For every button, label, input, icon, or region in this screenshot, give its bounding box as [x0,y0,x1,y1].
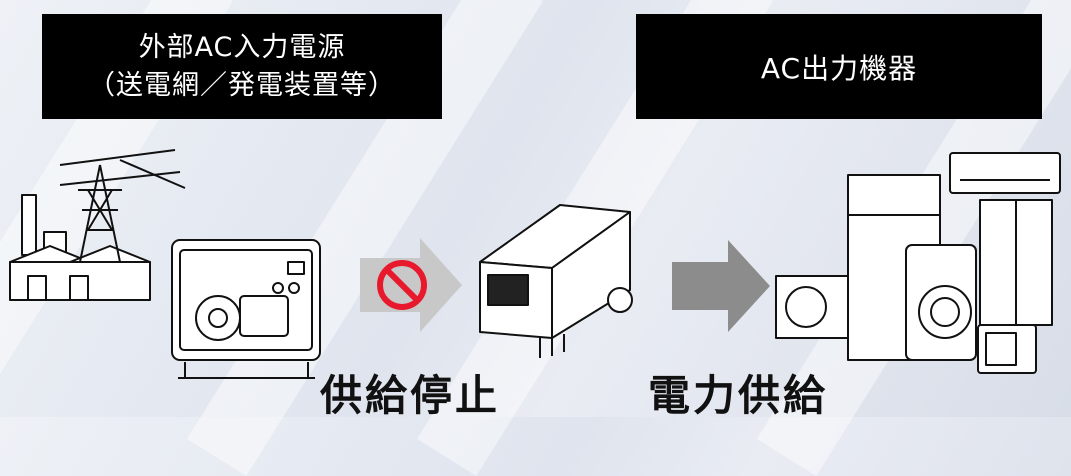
output-devices-title: AC出力機器 [760,51,918,85]
blocked-arrow [360,238,462,332]
output-devices-label: AC出力機器 [636,14,1042,119]
supply-stopped-caption: 供給停止 [320,371,501,420]
appliances-icon [775,152,1061,374]
input-source-subtitle: （送電網／発電装置等） [88,69,396,101]
input-source-title: 外部AC入力電源 [138,31,346,63]
power-supply-caption: 電力供給 [648,371,829,420]
transmission-tower-icon [59,149,186,263]
generator-icon [171,239,321,379]
power-plant-icon [9,194,151,301]
diagram-illustration [9,149,1061,379]
supply-arrow [672,240,770,332]
power-station-icon [479,204,633,358]
input-source-label: 外部AC入力電源 （送電網／発電装置等） [42,14,442,119]
prohibited-icon [377,260,427,310]
